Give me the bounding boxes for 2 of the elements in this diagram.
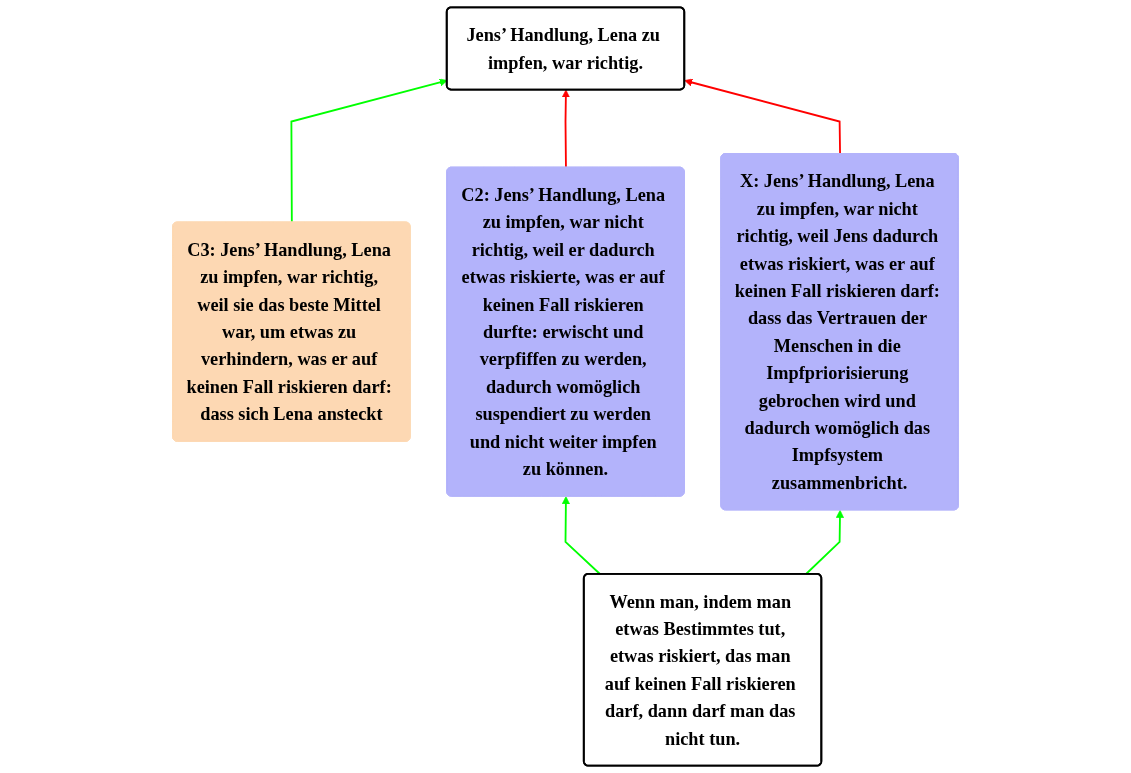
arrow [561, 89, 570, 169]
arrow [684, 78, 841, 155]
